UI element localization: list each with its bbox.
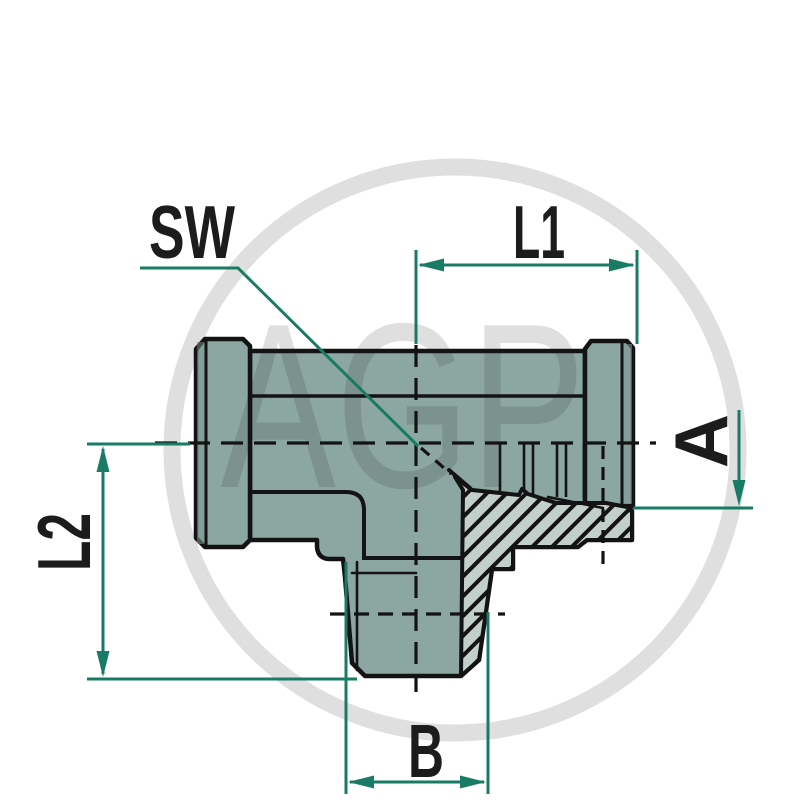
sw-leader-line	[140, 266, 420, 448]
l1-arrow-left	[418, 258, 444, 272]
sw-leader	[140, 266, 420, 448]
body-fillet-line	[249, 490, 466, 560]
l2-arrow-up	[96, 446, 110, 472]
section-hatch	[453, 475, 634, 678]
label-b: B	[408, 709, 444, 793]
label-a: A	[659, 414, 743, 468]
section-inner-diagonal	[546, 495, 605, 510]
l2-arrow-down	[96, 651, 110, 677]
a-arrow-down	[732, 480, 746, 506]
dimension-a	[633, 410, 753, 510]
watermark: AGP	[163, 158, 747, 742]
right-nut	[582, 338, 636, 509]
watermark-text: AGP	[221, 274, 586, 537]
right-nut-facet-shade	[623, 344, 632, 504]
fitting-body	[193, 336, 636, 679]
dimension-l1	[414, 250, 639, 344]
label-l2: L2	[22, 513, 106, 571]
half-section-divider	[419, 446, 453, 476]
dimension-b	[344, 562, 490, 794]
b-arrow-left	[348, 775, 374, 789]
b-arrow-right	[460, 775, 486, 789]
label-sw: SW	[149, 190, 235, 274]
dimension-l2	[87, 442, 357, 681]
centerlines	[155, 345, 656, 692]
label-l1: L1	[513, 190, 565, 274]
section-hatch-lines	[455, 477, 632, 676]
l1-arrow-right	[609, 258, 635, 272]
